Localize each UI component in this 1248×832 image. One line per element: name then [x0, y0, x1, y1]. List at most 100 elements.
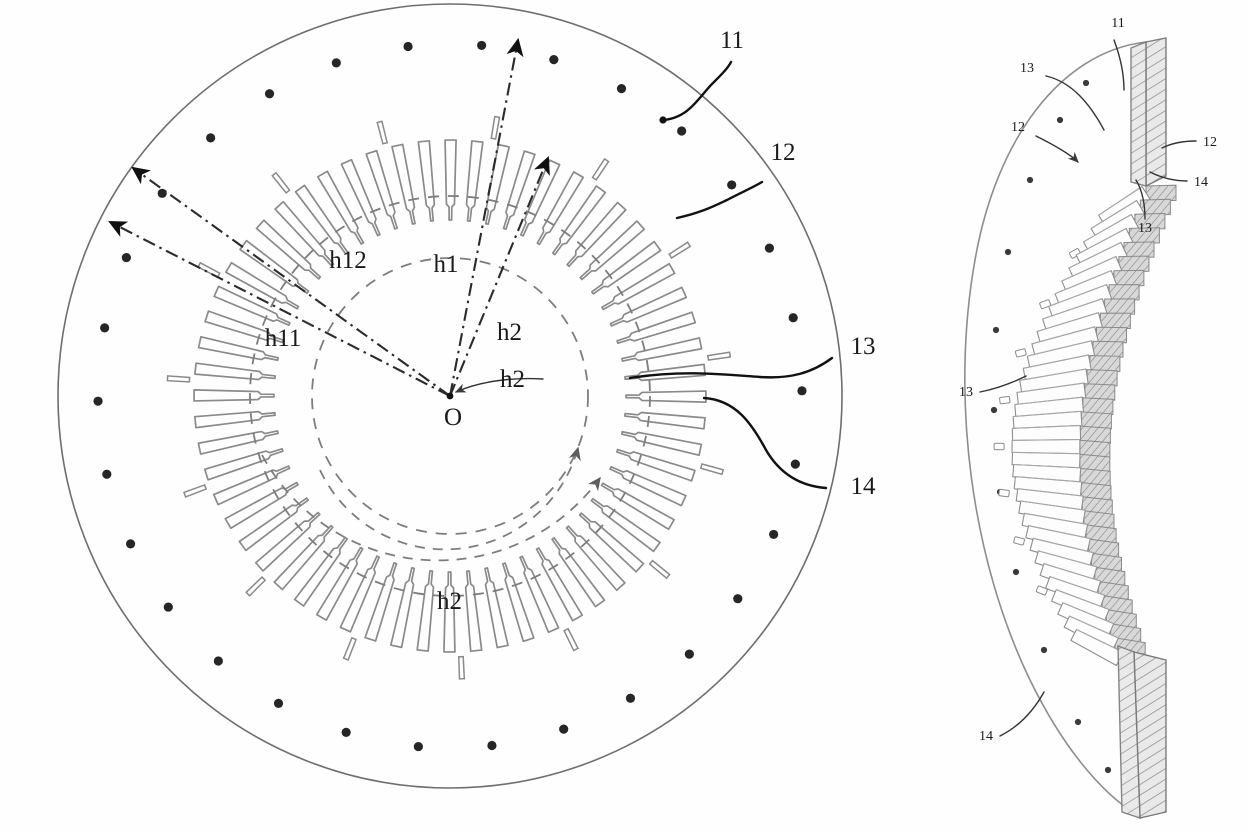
stator-slot — [193, 389, 275, 402]
sector-tooth-edge — [1012, 439, 1080, 441]
sector-tooth-edge — [1012, 424, 1081, 429]
bolt-hole-ring — [93, 40, 807, 752]
sector-tooth-edge — [1038, 550, 1098, 568]
bolt-hole — [413, 741, 423, 752]
bolt-hole — [684, 649, 694, 659]
sector-tooth-edge — [1043, 563, 1101, 582]
sector-tooth-edge — [1033, 537, 1094, 554]
section-view: 11 13 12 12 14 13 13 14 — [959, 16, 1217, 819]
sector-slot-notch — [998, 488, 1010, 498]
sector-tooth-edge — [1024, 512, 1088, 525]
sector-yoke-segment — [1113, 269, 1145, 287]
slot-notch — [182, 483, 208, 498]
label-h11: h11 — [265, 325, 302, 352]
inner-rotation-arc — [319, 446, 581, 551]
sector-slot-notch — [1035, 585, 1048, 596]
sector-tooth-edge — [1048, 284, 1107, 307]
sector-tooth-edge — [1098, 186, 1143, 216]
leader-14-bottom — [999, 691, 1045, 737]
stator-slot — [444, 139, 457, 221]
h1-arrow — [448, 37, 524, 397]
sector-tooth-edge — [1083, 214, 1132, 243]
bottom-cut-block — [1117, 644, 1167, 819]
stator-slot — [536, 171, 585, 246]
bolt-hole — [677, 126, 687, 136]
bolt-hole — [264, 89, 275, 99]
stator-slot — [238, 497, 309, 552]
stator-slot — [391, 143, 416, 225]
sector-yoke-segment — [1108, 284, 1140, 301]
bolt-hole — [93, 396, 103, 406]
leader-11 — [661, 60, 733, 122]
sector-slot-notch — [1014, 348, 1027, 358]
sector-yoke-segment — [1145, 184, 1177, 202]
bolt-hole — [163, 602, 173, 612]
sector-tooth-edge — [1016, 382, 1084, 393]
stator-slot — [551, 185, 607, 256]
leader-12-right — [1161, 140, 1197, 149]
sector-tooth-edge — [1028, 525, 1091, 540]
slot-notch — [707, 351, 732, 361]
sector-yoke-segment — [1096, 326, 1127, 344]
leader-12-left — [1035, 135, 1079, 163]
bolt-hole — [206, 133, 216, 143]
radial-dimension-arrows — [108, 37, 550, 397]
leader-14 — [702, 396, 828, 490]
sector-yoke-segment — [1118, 255, 1150, 273]
stator-slot — [225, 261, 300, 310]
stator-slot — [551, 537, 606, 608]
stator-slot — [590, 497, 661, 553]
ref-13-right: 13 — [1138, 221, 1152, 236]
slot-notch — [591, 157, 610, 181]
stator-slot — [365, 149, 399, 230]
sector-slot-notch — [993, 442, 1005, 451]
ref-14: 14 — [851, 473, 877, 500]
leader-12 — [675, 180, 764, 220]
bolt-hole — [125, 539, 136, 549]
stator-slot — [193, 410, 276, 429]
stator-slot — [389, 566, 416, 649]
sector-slot-notch — [1039, 299, 1052, 310]
stator-slot — [565, 525, 626, 592]
leader-13-mid — [979, 375, 1027, 393]
sector-tooth-edge — [1013, 464, 1081, 469]
leader-11-right — [1113, 39, 1125, 91]
slot-notch — [197, 261, 221, 279]
sector-bolt-hole — [1040, 646, 1048, 654]
stator-slot — [566, 201, 627, 268]
outer-dashed-circle — [249, 195, 651, 597]
stator-slot — [254, 511, 321, 572]
stator-slot — [625, 390, 707, 403]
sector-bolt-hole — [1012, 568, 1020, 576]
stator-slot — [578, 512, 645, 573]
stator-slot — [315, 546, 364, 621]
bolt-hole — [733, 594, 743, 604]
stator-slot — [204, 310, 284, 344]
bolt-hole — [616, 84, 627, 94]
sector-slot-notch — [999, 395, 1011, 405]
sector-yoke-segment — [1089, 354, 1121, 373]
h2-center-leader — [454, 377, 544, 393]
bolt-hole — [764, 243, 775, 253]
stator-slot — [443, 571, 456, 653]
stator-slot — [194, 362, 276, 381]
bolt-hole — [559, 724, 569, 734]
bolt-hole — [487, 740, 497, 751]
stator-slot — [364, 562, 398, 642]
sector-tooth-edge — [1054, 270, 1112, 295]
bolt-hole — [341, 727, 351, 737]
sector-tooth-edge — [1019, 368, 1087, 381]
main-plan-view: h1 h12 h11 h2 h2 h2 O 11 12 13 14 — [57, 3, 877, 789]
stator-slot — [601, 262, 676, 311]
bolt-hole — [769, 529, 779, 540]
sector-bolt-hole — [992, 326, 1000, 334]
stator-slot — [624, 411, 706, 430]
sector-tooth-edge — [1017, 488, 1084, 497]
top-cut-block — [1130, 37, 1167, 188]
stator-slot — [340, 158, 381, 237]
stator-slot — [339, 555, 381, 633]
stator-slot — [212, 465, 291, 506]
bolt-hole — [100, 323, 110, 333]
stator-slot — [519, 555, 560, 634]
